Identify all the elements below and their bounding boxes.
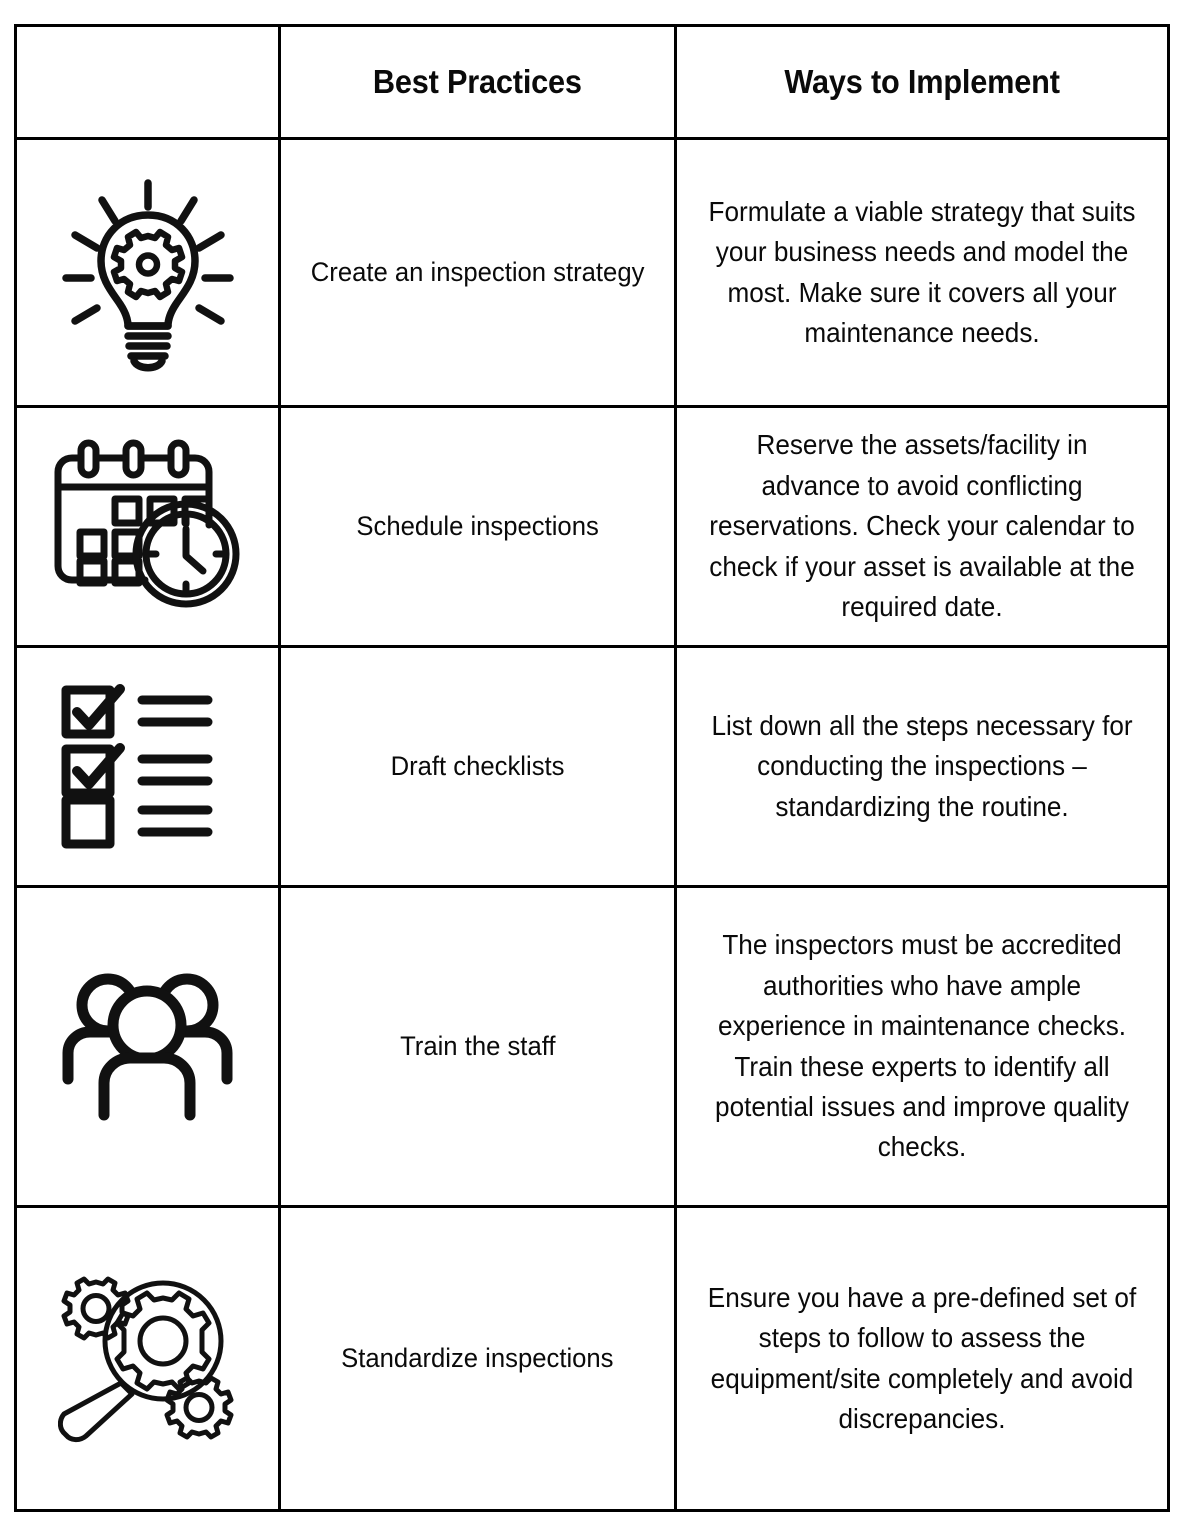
row-best-practice-cell: Schedule inspections <box>281 408 677 645</box>
row-icon-cell <box>17 888 281 1205</box>
way-to-implement-text: The inspectors must be accredited author… <box>715 929 1129 1163</box>
row-ways-cell: Reserve the assets/facility in advance t… <box>677 408 1167 645</box>
table-header-row: Best Practices Ways to Implement <box>17 27 1167 140</box>
row-icon-cell <box>17 408 281 645</box>
best-practice-text: Draft checklists <box>390 750 565 781</box>
best-practice-text: Create an inspection strategy <box>310 256 645 287</box>
row-icon-cell <box>17 648 281 885</box>
best-practice-text: Train the staff <box>399 1030 556 1061</box>
row-best-practice-cell: Standardize inspections <box>281 1208 677 1509</box>
header-cell-icon <box>17 27 281 137</box>
table-row: Create an inspection strategy Formulate … <box>17 140 1167 408</box>
people-group-icon <box>17 969 278 1124</box>
row-ways-cell: The inspectors must be accredited author… <box>677 888 1167 1205</box>
lightbulb-gear-icon <box>17 173 278 373</box>
header-label-ways-to-implement: Ways to Implement <box>784 63 1060 101</box>
row-ways-cell: List down all the steps necessary for co… <box>677 648 1167 885</box>
table-row: Schedule inspections Reserve the assets/… <box>17 408 1167 648</box>
table-row: Draft checklists List down all the steps… <box>17 648 1167 888</box>
calendar-clock-icon <box>17 437 278 617</box>
table-row: Train the staff The inspectors must be a… <box>17 888 1167 1208</box>
header-label-best-practices: Best Practices <box>373 63 582 101</box>
way-to-implement-text: Formulate a viable strategy that suits y… <box>708 195 1136 348</box>
row-icon-cell <box>17 1208 281 1509</box>
checklist-icon <box>17 682 278 852</box>
header-cell-best-practices: Best Practices <box>281 27 677 137</box>
row-icon-cell <box>17 140 281 405</box>
header-cell-ways-to-implement: Ways to Implement <box>677 27 1167 137</box>
way-to-implement-text: List down all the steps necessary for co… <box>711 709 1133 822</box>
table-row: Standardize inspections Ensure you have … <box>17 1208 1167 1509</box>
magnifier-gears-icon <box>17 1269 278 1449</box>
row-best-practice-cell: Draft checklists <box>281 648 677 885</box>
way-to-implement-text: Ensure you have a pre-defined set of ste… <box>707 1281 1137 1434</box>
row-best-practice-cell: Create an inspection strategy <box>281 140 677 405</box>
row-ways-cell: Formulate a viable strategy that suits y… <box>677 140 1167 405</box>
row-best-practice-cell: Train the staff <box>281 888 677 1205</box>
best-practice-text: Standardize inspections <box>341 1342 614 1373</box>
best-practice-text: Schedule inspections <box>356 510 599 541</box>
row-ways-cell: Ensure you have a pre-defined set of ste… <box>677 1208 1167 1509</box>
best-practices-table: Best Practices Ways to Implement <box>14 24 1170 1512</box>
way-to-implement-text: Reserve the assets/facility in advance t… <box>709 429 1135 623</box>
